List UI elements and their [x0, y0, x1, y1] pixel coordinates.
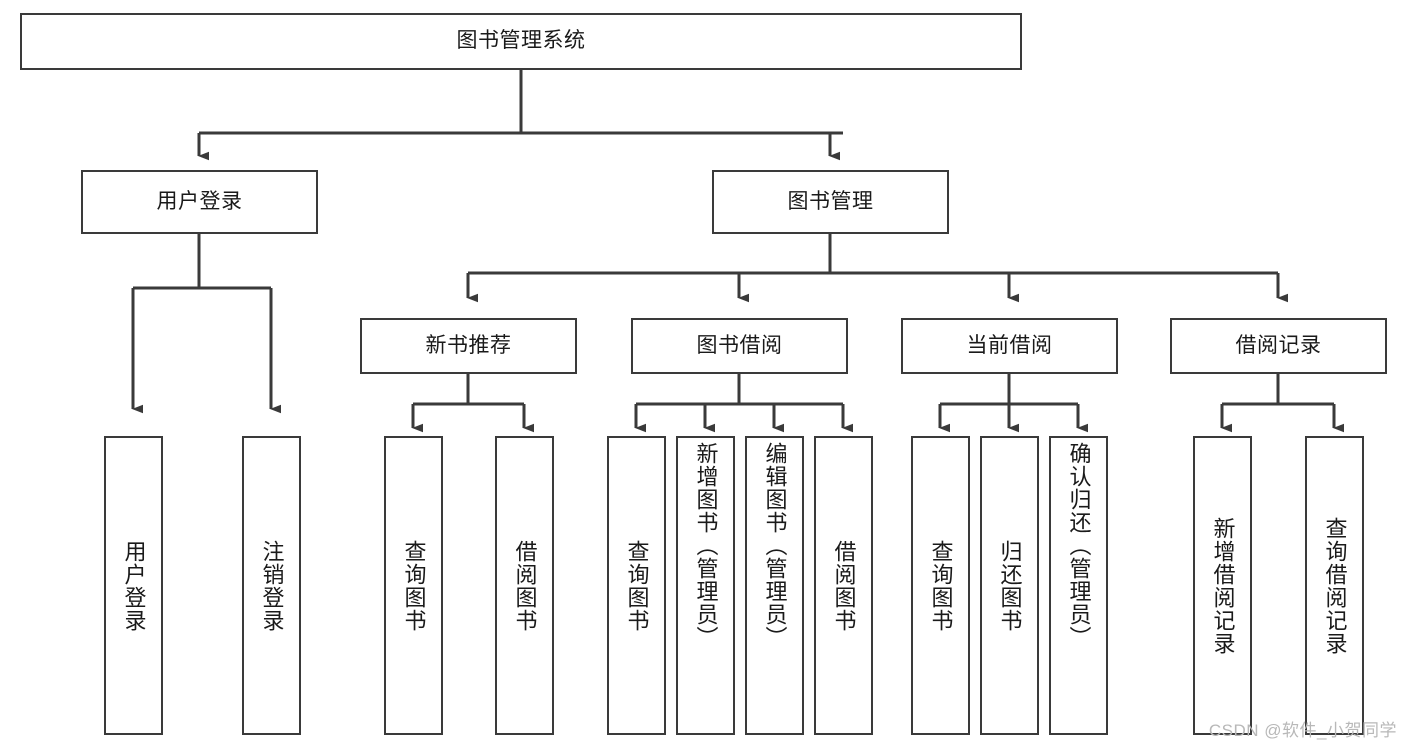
- node-new-book-recommend[interactable]: 新书推荐: [360, 318, 577, 374]
- node-leaf-add-borrow-record[interactable]: 新增借阅记录: [1193, 436, 1252, 735]
- node-label-leaf-query-borrow-record: 查询借阅记录: [1322, 516, 1348, 655]
- node-leaf-borrow-book-nb[interactable]: 借阅图书: [495, 436, 554, 735]
- node-leaf-query-borrow-record[interactable]: 查询借阅记录: [1305, 436, 1364, 735]
- node-leaf-query-book-cb[interactable]: 查询图书: [911, 436, 970, 735]
- node-label-current-borrow: 当前借阅: [966, 333, 1053, 357]
- node-root-system[interactable]: 图书管理系统: [20, 13, 1022, 70]
- node-leaf-edit-book[interactable]: 编辑图书（管理员）: [745, 436, 804, 735]
- node-leaf-borrow-book-bb[interactable]: 借阅图书: [814, 436, 873, 735]
- csdn-watermark: CSDN @软件_小贺同学: [1208, 721, 1397, 740]
- node-label-new-book-recommend: 新书推荐: [425, 333, 512, 357]
- node-leaf-confirm-return[interactable]: 确认归还（管理员）: [1049, 436, 1108, 735]
- node-label-leaf-borrow-book-bb: 借阅图书: [831, 539, 857, 632]
- node-label-leaf-logout: 注销登录: [259, 539, 285, 632]
- node-leaf-logout[interactable]: 注销登录: [242, 436, 301, 735]
- node-label-leaf-return-book: 归还图书: [997, 539, 1023, 632]
- node-label-leaf-confirm-return: 确认归还（管理员）: [1066, 442, 1092, 649]
- node-label-leaf-borrow-book-nb: 借阅图书: [512, 539, 538, 632]
- node-book-borrow[interactable]: 图书借阅: [631, 318, 848, 374]
- node-label-leaf-add-borrow-record: 新增借阅记录: [1210, 516, 1236, 655]
- node-label-leaf-query-book-bb: 查询图书: [624, 539, 650, 632]
- node-label-leaf-query-book-nb: 查询图书: [401, 539, 427, 632]
- node-leaf-query-book-nb[interactable]: 查询图书: [384, 436, 443, 735]
- node-label-leaf-edit-book: 编辑图书（管理员）: [762, 442, 788, 649]
- node-label-book-borrow: 图书借阅: [696, 333, 783, 357]
- node-leaf-add-book[interactable]: 新增图书（管理员）: [676, 436, 735, 735]
- node-label-leaf-user-login: 用户登录: [121, 539, 147, 632]
- node-book-management[interactable]: 图书管理: [712, 170, 949, 234]
- node-label-root: 图书管理系统: [456, 29, 586, 53]
- node-current-borrow[interactable]: 当前借阅: [901, 318, 1118, 374]
- node-leaf-user-login[interactable]: 用户登录: [104, 436, 163, 735]
- node-leaf-return-book[interactable]: 归还图书: [980, 436, 1039, 735]
- node-label-book-management: 图书管理: [787, 189, 874, 213]
- node-label-user-login: 用户登录: [156, 189, 243, 213]
- node-label-borrow-record: 借阅记录: [1235, 333, 1322, 357]
- node-label-leaf-query-book-cb: 查询图书: [928, 539, 954, 632]
- node-leaf-query-book-bb[interactable]: 查询图书: [607, 436, 666, 735]
- node-label-leaf-add-book: 新增图书（管理员）: [693, 442, 719, 649]
- node-user-login[interactable]: 用户登录: [81, 170, 318, 234]
- node-borrow-record[interactable]: 借阅记录: [1170, 318, 1387, 374]
